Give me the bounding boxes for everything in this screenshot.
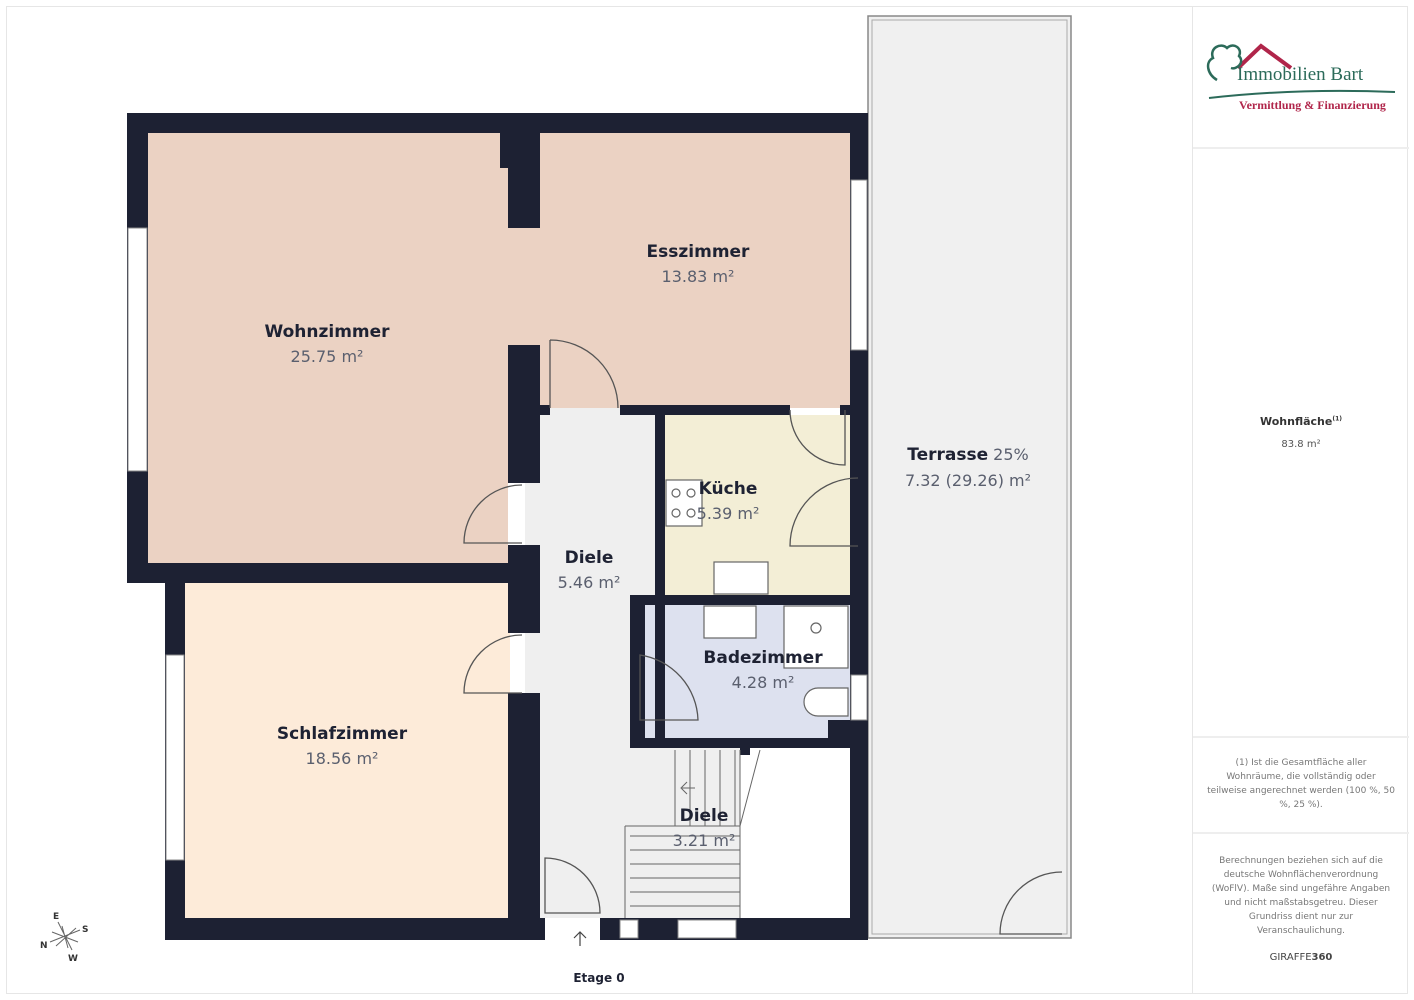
room-area: 25.75 m²: [291, 347, 364, 366]
room-esszimmer: [508, 133, 850, 408]
room-schlafzimmer: [185, 573, 510, 918]
room-name: Küche: [699, 479, 758, 499]
room-name: Wohnzimmer: [264, 322, 390, 342]
compass-icon: [49, 921, 81, 951]
entrance-arrow-icon: [573, 931, 587, 946]
logo-tree-house-icon: [1206, 43, 1293, 82]
disclaimer: Berechnungen beziehen sich auf die deuts…: [1211, 856, 1391, 936]
summary-value: 83.8 m²: [1281, 439, 1321, 450]
room-name: Diele: [565, 548, 614, 568]
brand-giraffe360: GIRAFFE360: [1269, 952, 1333, 963]
logo: Immobilien Bart Vermittlung & Finanzieru…: [1193, 6, 1409, 149]
footnote: (1) Ist die Gesamtfläche aller Wohnräume…: [1193, 738, 1409, 834]
area-summary: Wohnfläche(1) 83.8 m²: [1193, 149, 1409, 738]
room-name: Schlafzimmer: [277, 724, 408, 744]
room-name: Diele: [680, 806, 729, 826]
room-wohnzimmer: [148, 133, 508, 563]
floor-label: Etage 0: [573, 971, 624, 985]
terrace-area: [867, 15, 1072, 939]
room-area: 3.21 m²: [673, 831, 736, 850]
summary-label: Wohnfläche: [1259, 415, 1333, 428]
room-name: Badezimmer: [703, 648, 823, 668]
room-diele-2: [540, 745, 740, 918]
room-area: 5.39 m²: [697, 504, 760, 523]
logo-name: Immobilien Bart: [1237, 64, 1364, 85]
footnote-mark: (1): [1332, 415, 1343, 423]
compass-w: W: [68, 954, 78, 964]
staircase: [624, 749, 761, 918]
fixtures: [665, 479, 849, 717]
sidebar: Immobilien Bart Vermittlung & Finanzieru…: [1192, 6, 1409, 994]
floor-plan: Wohnzimmer 25.75 m² Esszimmer 13.83 m² K…: [40, 15, 1072, 985]
room-area: 7.32 (29.26) m²: [905, 471, 1031, 490]
room-area: 4.28 m²: [732, 673, 795, 692]
room-area: 18.56 m²: [306, 749, 379, 768]
compass-n: N: [40, 941, 48, 951]
room-name: Esszimmer: [647, 242, 751, 262]
page-frame: [6, 6, 1408, 994]
room-area: 5.46 m²: [558, 573, 621, 592]
compass-s: S: [82, 925, 88, 935]
windows: [127, 179, 868, 939]
compass-e: E: [53, 912, 59, 922]
room-area: 13.83 m²: [662, 267, 735, 286]
door-swings: [463, 339, 1063, 935]
logo-tagline: Vermittlung & Finanzierung: [1239, 98, 1386, 112]
